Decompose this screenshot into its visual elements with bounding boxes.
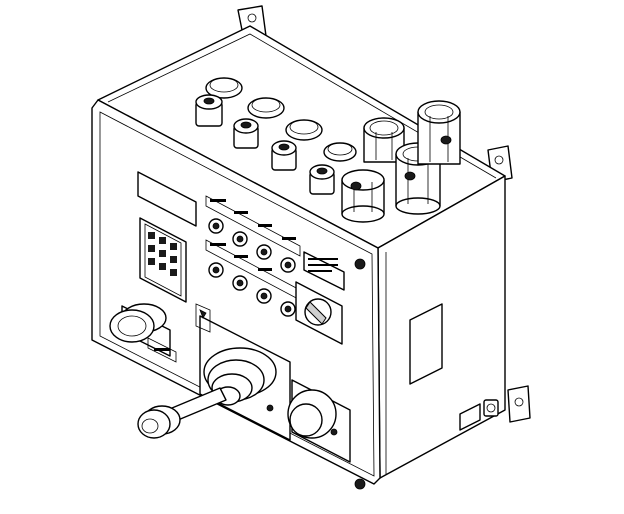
pilot-light-row-lower (208, 262, 296, 317)
label-strip-upper (205, 195, 301, 257)
cable-gland-4 (323, 142, 357, 162)
nut-gland-4 (309, 164, 335, 195)
earth-stud (483, 399, 499, 417)
rotary-knob (266, 379, 351, 463)
nut-gland-3 (271, 140, 297, 171)
hex-fitting-2 (363, 117, 405, 163)
nut-gland-1 (195, 94, 223, 127)
label-window (137, 171, 197, 227)
side-label-plate (409, 303, 443, 385)
cable-gland-3 (285, 119, 323, 141)
cable-gland-1 (205, 77, 243, 99)
side-nameplate (459, 403, 481, 431)
hex-fitting-4 (417, 100, 461, 165)
keypad (139, 217, 187, 303)
emergency-stop-button (109, 303, 177, 363)
nut-gland-2 (233, 118, 259, 149)
cable-gland-2 (247, 97, 285, 119)
mounting-tab-right-bottom (507, 385, 531, 423)
hex-fitting-1 (341, 169, 385, 223)
corner-screw-top-right (354, 258, 366, 270)
joystick-lever (137, 387, 227, 439)
corner-screw-bottom-right (354, 478, 366, 490)
selector-switch (295, 281, 343, 345)
pilot-light-row-upper (208, 218, 296, 273)
